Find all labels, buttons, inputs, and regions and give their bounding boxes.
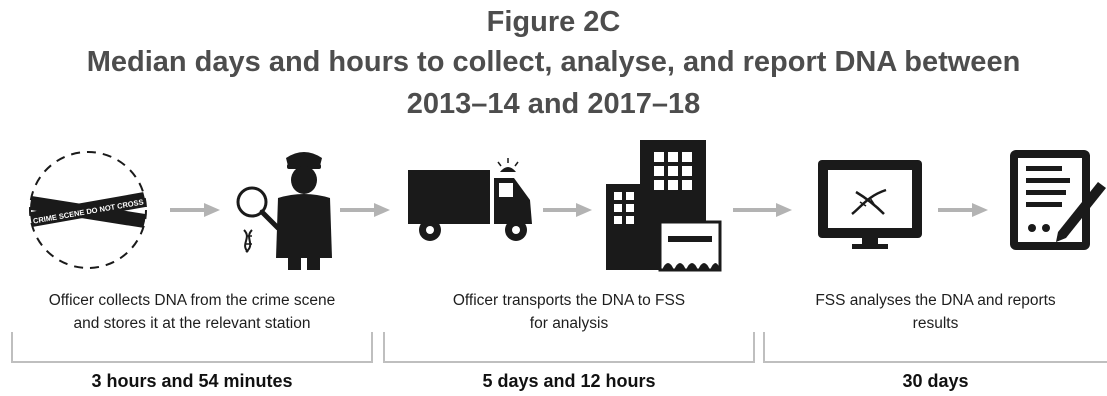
stage-bracket [763, 332, 1107, 363]
police-officer-icon [276, 152, 332, 270]
truck-icon [408, 158, 532, 241]
laboratory-building-icon [606, 140, 722, 272]
figure-label: Figure 2C [486, 6, 621, 38]
caption-line: and stores it at the relevant station [73, 315, 311, 332]
stage-bracket [11, 332, 373, 363]
magnifier-dna-icon [236, 186, 281, 253]
stage-duration: 5 days and 12 hours [482, 371, 656, 391]
monitor-dna-icon [818, 160, 922, 249]
figure-title-line2: 2013–14 and 2017–18 [406, 88, 701, 120]
figure-title-line1: Median days and hours to collect, analys… [86, 46, 1021, 78]
arrow-icon [543, 203, 592, 217]
caption-line: for analysis [529, 315, 609, 332]
stage-duration: 3 hours and 54 minutes [91, 371, 293, 391]
stage-caption: Officer transports the DNA to FSS for an… [384, 289, 754, 335]
caption-line: Officer transports the DNA to FSS [452, 292, 686, 309]
arrow-icon [733, 203, 792, 217]
crime-scene-tape-icon: CRIME SCENE DO NOT CROSS [29, 151, 147, 269]
arrow-icon [340, 203, 390, 217]
stage-caption: FSS analyses the DNA and reports results [764, 289, 1107, 335]
caption-line: FSS analyses the DNA and reports [815, 292, 1056, 309]
stage-bracket [383, 332, 755, 363]
stage-duration: 30 days [902, 371, 969, 391]
caption-line: results [912, 315, 959, 332]
stage-caption: Officer collects DNA from the crime scen… [0, 289, 384, 335]
arrow-icon [170, 203, 220, 217]
report-document-icon [1010, 150, 1106, 250]
caption-line: Officer collects DNA from the crime scen… [48, 292, 336, 309]
arrow-icon [938, 203, 988, 217]
